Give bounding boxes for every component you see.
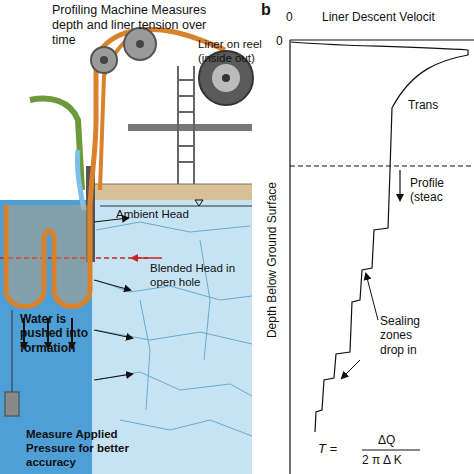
direction-arrow [399, 170, 400, 200]
axis-title: Depth Below Ground Surface [265, 182, 279, 338]
flow-arrow [94, 280, 130, 290]
water-level-symbol [195, 200, 203, 206]
water-stream [77, 150, 84, 210]
reel-core [212, 64, 240, 92]
sheave-wheel [91, 47, 117, 73]
x-axis [290, 39, 474, 40]
head-label: Ambient Head [116, 208, 189, 222]
process-note: Water is pushed into formation [20, 312, 102, 355]
zone-label: Profile (steac [410, 176, 465, 205]
axis-tick: 0 [276, 34, 283, 48]
ground-line [92, 184, 252, 185]
leader-arrow [366, 274, 378, 320]
y-axis [289, 40, 290, 474]
ladder-rail [177, 66, 179, 184]
ladder-rung [178, 95, 194, 97]
ladder-rung [178, 145, 194, 147]
ladder-rung [178, 161, 194, 163]
everting-liner [6, 205, 90, 307]
instrument-note: Measure Applied Pressure for better accu… [26, 428, 132, 469]
water-hose [30, 99, 82, 190]
reel-label: Liner on reel (inside out) [198, 38, 278, 66]
platform [128, 124, 252, 131]
panel-letter: b [261, 0, 271, 19]
fracture [96, 222, 250, 232]
transient-boundary [290, 166, 474, 167]
machine-label: Profiling Machine Measures depth and lin… [52, 3, 210, 48]
zone-label: Trans [408, 98, 438, 112]
pressure-transducer [5, 392, 19, 416]
fracture [200, 240, 210, 360]
fraction-bar [362, 450, 420, 451]
leader-arrow [132, 257, 162, 259]
rock-formation [0, 200, 252, 474]
fracture [140, 300, 150, 410]
fractures [96, 222, 252, 436]
reel-hub [222, 74, 230, 82]
head-label: Blended Head in open hole [150, 262, 245, 290]
flow-arrow [94, 330, 132, 338]
formula-term: T = [318, 441, 337, 457]
ladder-rung [178, 111, 194, 113]
wheel-hub [100, 56, 108, 64]
fracture [120, 420, 252, 436]
gauge-cable [12, 310, 13, 392]
annotation: Sealing zones drop in [380, 314, 435, 357]
water-level-line [100, 206, 252, 207]
ladder-rail [193, 66, 195, 184]
fracture [96, 330, 252, 344]
formula-term: ΔQ [378, 433, 395, 447]
ladder-rung [178, 79, 194, 81]
leader-arrow [342, 360, 360, 378]
velocity-profile [291, 42, 468, 432]
wheel-hub [136, 40, 144, 48]
flow-arrows [24, 218, 132, 380]
formula-term: 2 π Δ K [362, 453, 402, 467]
sheave-wheel [124, 28, 156, 60]
ladder [178, 66, 194, 184]
flow-arrow [94, 374, 132, 380]
ground-surface [92, 184, 252, 200]
axis-title: Liner Descent Velocit [322, 10, 435, 24]
axis-tick: 0 [286, 10, 293, 24]
